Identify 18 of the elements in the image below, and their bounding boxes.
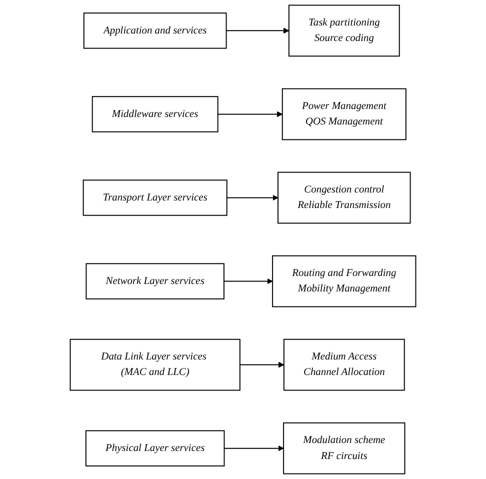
node-box: Transport Layer services (82, 180, 228, 216)
arrow (239, 362, 284, 368)
arrow (223, 278, 273, 284)
node-box: Modulation scheme RF circuits (283, 422, 406, 474)
node-box: Medium Access Channel Allocation (283, 338, 405, 391)
arrow (226, 194, 278, 201)
node-box: Power Management QOS Management (282, 88, 406, 140)
node-box: Middleware services (92, 96, 218, 132)
node-box: Application and services (83, 12, 227, 49)
node-box: Data Link Layer services (MAC and LLC) (70, 338, 240, 391)
node-box: Congestion control Reliable Transmission (278, 172, 411, 224)
node-box: Physical Layer services (85, 430, 225, 466)
node-box: Network Layer services (86, 263, 224, 300)
arrow (226, 28, 290, 34)
arrow (224, 445, 284, 452)
node-box: Task partitioning Source coding (288, 4, 400, 57)
arrow (217, 111, 283, 118)
node-box: Routing and Forwarding Mobility Management (272, 255, 416, 308)
